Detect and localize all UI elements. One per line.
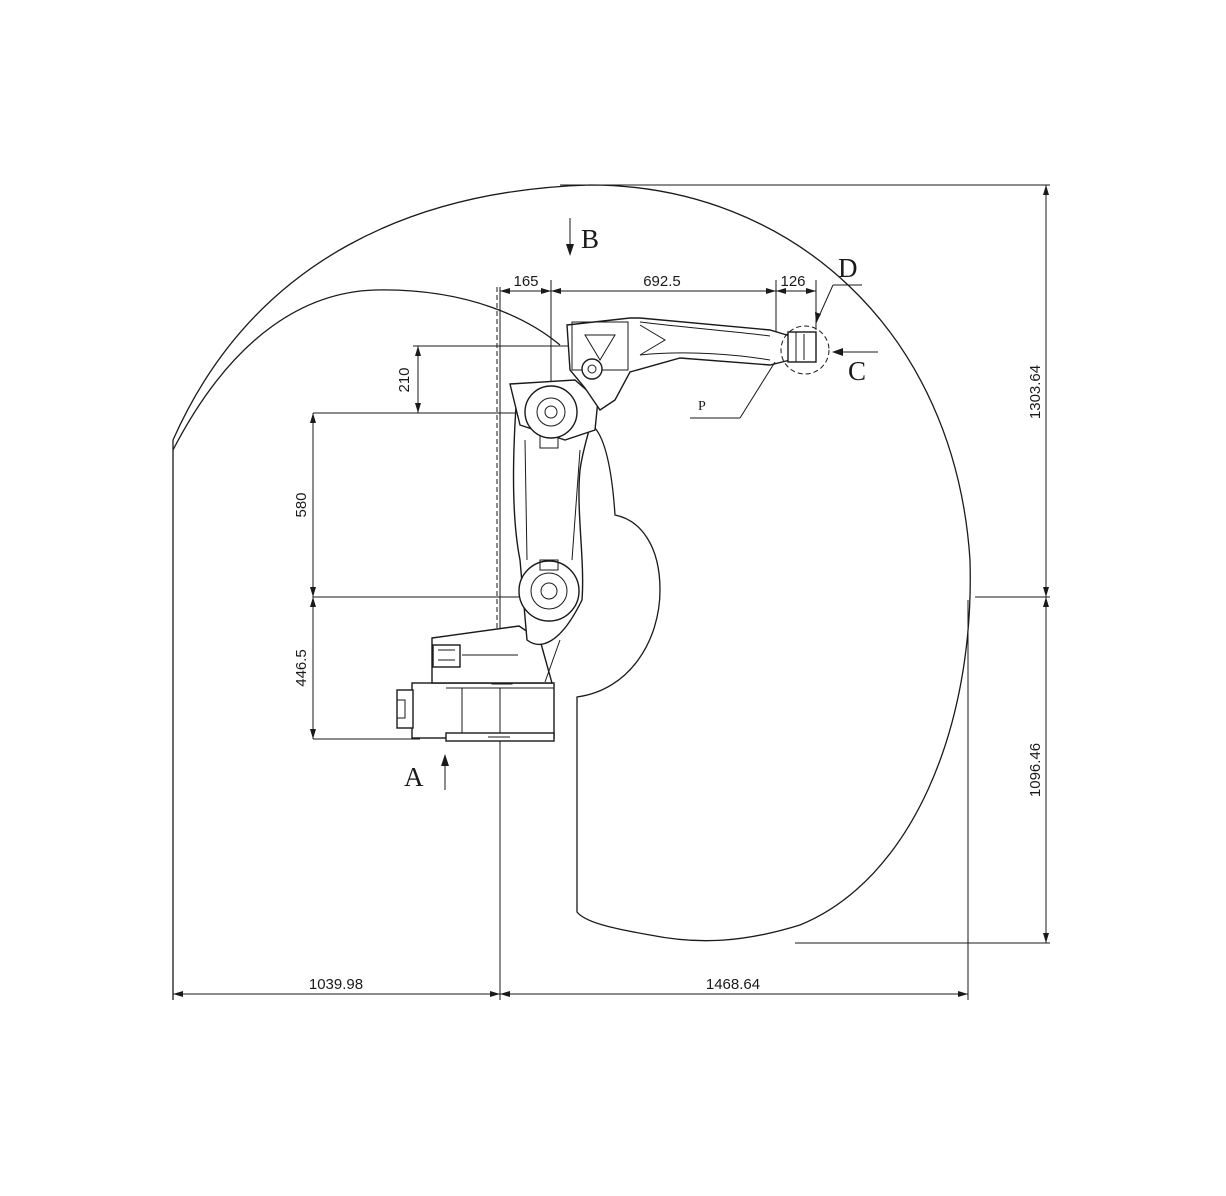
workspace-envelope bbox=[172, 184, 971, 1000]
inner-reach-boundary bbox=[172, 289, 561, 451]
dim-reach-down: 1096.46 bbox=[1027, 743, 1044, 797]
dim-lower-arm-length: 580 bbox=[293, 492, 310, 517]
view-label-a: A bbox=[404, 762, 424, 792]
point-label-p: P bbox=[698, 399, 706, 414]
view-label-d: D bbox=[838, 253, 858, 283]
robot-upper-arm bbox=[566, 317, 791, 411]
robot-wrist bbox=[780, 325, 830, 375]
dim-reach-front: 1468.64 bbox=[706, 976, 760, 993]
robot-arm bbox=[396, 317, 830, 742]
dim-base-height: 446.5 bbox=[293, 649, 310, 687]
robot-column bbox=[431, 625, 553, 684]
dim-upper-arm-length: 692.5 bbox=[643, 273, 681, 290]
dim-reach-back: 1039.98 bbox=[309, 976, 363, 993]
robot-lower-arm bbox=[512, 391, 594, 683]
robot-elbow bbox=[509, 379, 599, 441]
dim-reach-up: 1303.64 bbox=[1027, 365, 1044, 419]
dim-top-offset: 165 bbox=[513, 273, 538, 290]
robot-base bbox=[396, 674, 555, 742]
outer-reach-boundary bbox=[172, 184, 971, 942]
view-label-c: C bbox=[848, 356, 866, 386]
view-label-b: B bbox=[581, 224, 599, 254]
dim-shoulder-height: 210 bbox=[396, 367, 413, 392]
dimension-lines bbox=[173, 185, 1049, 997]
flange-detail-circle bbox=[780, 325, 830, 375]
callouts bbox=[441, 218, 878, 790]
dim-wrist-length: 126 bbox=[780, 273, 805, 290]
extension-lines bbox=[313, 184, 1050, 1000]
